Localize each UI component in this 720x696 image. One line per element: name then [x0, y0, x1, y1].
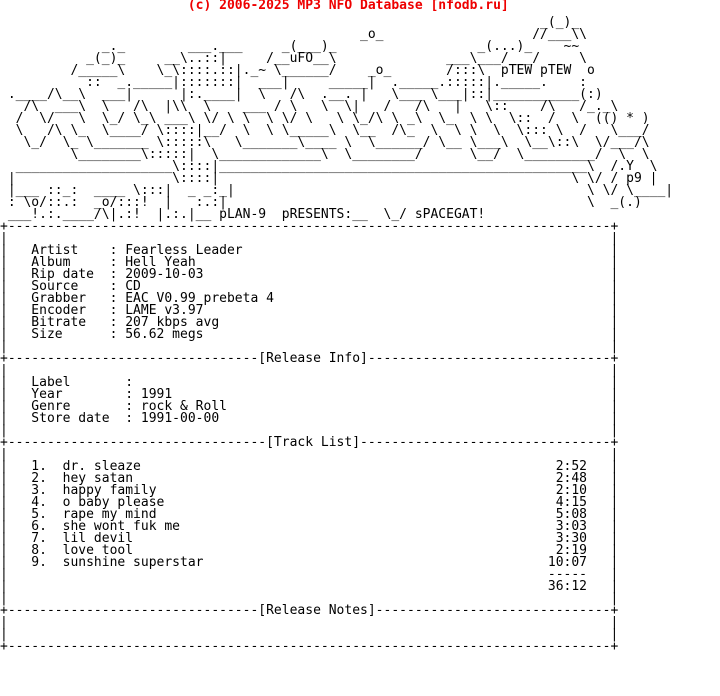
- nfo-line: \________\:::::| \_____________\ \______…: [0, 147, 650, 162]
- nfo-line: | Bitrate : 207 kbps avg |: [0, 315, 619, 330]
- nfo-line: / \/ \ \_/ \_\ ___\ \/ \ \ \ \/ \ \ \_/\…: [0, 111, 650, 126]
- nfo-line: | 2. hey satan 2:48 |: [0, 471, 619, 486]
- nfo-line: \ /\ \_ \____/ \::::|__/ \ \ \_____\ \__…: [0, 123, 650, 138]
- nfo-line: | 4. o baby please 4:15 |: [0, 495, 619, 510]
- nfo-line: +--------------------------------[Releas…: [0, 351, 619, 366]
- nfo-line: ___!.:.____/\|.:! |.:.|__ pLAN-9 pRESENT…: [0, 207, 486, 222]
- nfo-line: | \::::| \ \/ / p9 |: [0, 171, 658, 186]
- nfo-line: \_/ \_ \_______ \:::::\ \_______\____ \ …: [0, 135, 650, 150]
- nfo-line: | Grabber : EAC V0.99 prebeta 4 |: [0, 291, 619, 306]
- nfo-line: | 6. she wont fuk me 3:03 |: [0, 519, 619, 534]
- nfo-line: | 1. dr. sleaze 2:52 |: [0, 459, 619, 474]
- nfo-line: +---------------------------------------…: [0, 639, 619, 654]
- nfo-line: | Year : 1991 |: [0, 387, 619, 402]
- nfo-line: | |: [0, 627, 619, 642]
- nfo-line: | Album : Hell Yeah |: [0, 255, 619, 270]
- nfo-line: | Store date : 1991-00-00 |: [0, 411, 619, 426]
- nfo-line: | 36:12 |: [0, 579, 619, 594]
- nfo-line: _(_)_: [0, 15, 580, 30]
- nfo-line: _(_)_ __\..::| /__uFO__\ ___\___/___/ \: [0, 51, 587, 66]
- nfo-line: | 7. lil devil 3:30 |: [0, 531, 619, 546]
- nfo-line: | |: [0, 363, 619, 378]
- nfo-line: | 8. love tool 2:19 |: [0, 543, 619, 558]
- nfo-line: |___ ::_: ____ \:::| _ _:_| \ \/ \____|: [0, 183, 674, 198]
- nfo-line: | Artist : Fearless Leader |: [0, 243, 619, 258]
- nfo-line: | Genre : rock & Roll |: [0, 399, 619, 414]
- nfo-line: _o_ //___\\: [0, 27, 587, 42]
- nfo-line: /_____\ \_\::::.::|._~ \______/ _o_ /:::…: [0, 63, 595, 78]
- nfo-line: | |: [0, 447, 619, 462]
- page-header: (c) 2006-2025 MP3 NFO Database [nfodb.ru…: [0, 0, 509, 13]
- nfo-line: +---------------------------------[Track…: [0, 435, 619, 450]
- nfo-line: | |: [0, 615, 619, 630]
- nfo-line: | Encoder : LAME v3.97 |: [0, 303, 619, 318]
- nfo-line: +---------------------------------------…: [0, 219, 619, 234]
- nfo-line: _._ ___.___ _(___)_ _(...)_ ~~: [0, 39, 580, 54]
- nfo-line: | 5. rape my mind 5:08 |: [0, 507, 619, 522]
- nfo-line: : \o/::.: _o/:::! | :.:| \ _(.): [0, 195, 642, 210]
- nfo-line: | |: [0, 231, 619, 246]
- nfo-line: | Rip date : 2009-10-03 |: [0, 267, 619, 282]
- nfo-line: | 9. sunshine superstar 10:07 |: [0, 555, 619, 570]
- nfo-line: /\ ___\ \ /\ |\\ \ ___ / \ \ \| / /\ | \…: [0, 99, 619, 114]
- nfo-line: | Source : CD |: [0, 279, 619, 294]
- nfo-line: +--------------------------------[Releas…: [0, 603, 619, 618]
- nfo-line: | |: [0, 339, 619, 354]
- nfo-line: | Size : 56.62 megs |: [0, 327, 619, 342]
- nfo-line: | |: [0, 591, 619, 606]
- nfo-line: | 3. happy family 2:10 |: [0, 483, 619, 498]
- nfo-line: .____/\__\ ___| |:.____| \ /\ .__. | \__…: [0, 87, 603, 102]
- nfo-line: | |: [0, 423, 619, 438]
- nfo-line: | ----- |: [0, 567, 619, 582]
- nfo-line: ____________________\::::|______________…: [0, 159, 658, 174]
- nfo-line: | Label : |: [0, 375, 619, 390]
- nfo-line: :: _._____|:::::::| ___| _____| ._____.:…: [0, 75, 587, 90]
